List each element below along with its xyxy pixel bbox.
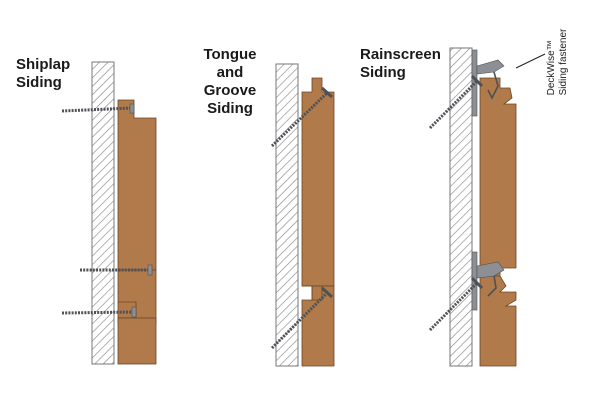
shiplap-assembly [61, 61, 157, 365]
rainscreen-label: Rainscreen Siding [360, 46, 460, 82]
shiplap-screw-1 [61, 103, 135, 114]
shiplap-board-bottom [117, 317, 157, 365]
rain-sheathing [449, 47, 473, 367]
tongue-groove-assembly [270, 63, 335, 367]
shiplap-label: Shiplap Siding [16, 56, 96, 92]
deckwise-clip-lower [428, 251, 505, 332]
shiplap-board-lower [117, 269, 157, 325]
fastener-callout: DeckWise™ Siding fastener [508, 10, 608, 110]
tg-board-upper [301, 77, 335, 287]
tg-label-line: Groove [203, 82, 257, 99]
callout-leader [515, 53, 546, 69]
shiplap-screw-3 [61, 306, 137, 318]
tg-sheathing [275, 63, 299, 367]
shiplap-label-line: Siding [16, 74, 62, 91]
shiplap-screw-2 [80, 264, 153, 276]
tg-screw-1 [270, 86, 334, 148]
fastener-callout-line1: DeckWise™ [546, 40, 557, 96]
tg-label-line: and [216, 64, 244, 81]
rain-label-line: Siding [360, 64, 406, 81]
shiplap-label-line: Shiplap [16, 56, 71, 73]
tg-label-line: Siding [207, 100, 253, 117]
rainscreen-assembly [428, 47, 546, 367]
deckwise-clip-upper [428, 49, 505, 130]
tg-board-lower [301, 285, 335, 367]
rain-board-lower [479, 275, 517, 367]
shiplap-sheathing [91, 61, 115, 365]
shiplap-board-upper [117, 99, 157, 271]
rain-label-line: Rainscreen [360, 46, 441, 63]
tg-label-line: Tongue [203, 46, 257, 63]
tg-groove-detail [311, 286, 323, 301]
tongue-groove-label: Tongue and Groove Siding [190, 46, 270, 118]
tg-screw-2 [270, 286, 334, 350]
fastener-callout-line2: Siding fastener [558, 28, 569, 96]
